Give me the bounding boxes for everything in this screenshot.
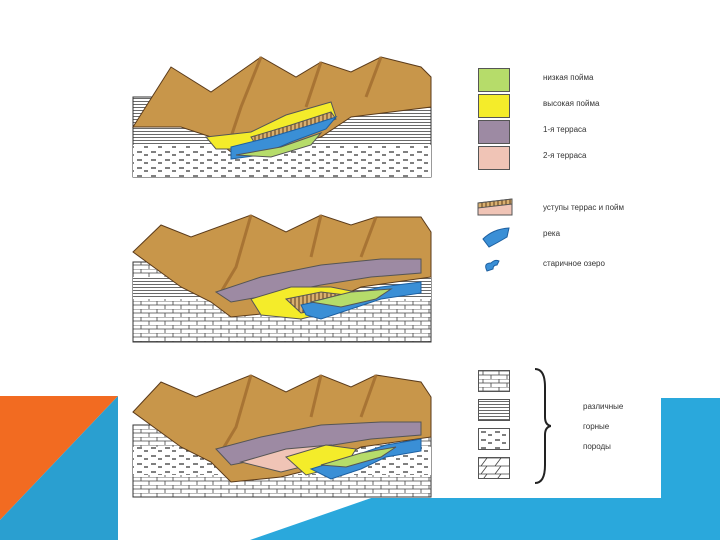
legend-swatch-rock-lines: [478, 399, 510, 421]
legend-label-rocks-line1: различные: [583, 402, 623, 412]
legend-label-rocks-line3: породы: [583, 442, 611, 452]
block-1: [133, 57, 431, 177]
block-3: [133, 375, 431, 497]
legend-swatch-low-floodplain: [478, 68, 510, 92]
legend-swatch-rock-bricks: [478, 370, 510, 392]
legend-label-terrace1: 1-я терраса: [543, 125, 587, 135]
legend-label-river: река: [543, 229, 560, 239]
legend-swatch-terrace1: [478, 120, 510, 144]
legend-swatch-high-floodplain: [478, 94, 510, 118]
illustration-panel: низкая пойма высокая пойма 1-я терраса 2…: [121, 37, 661, 498]
legend-swatch-rock-diagonal: [478, 457, 510, 479]
legend-label-scarps: уступы террас и пойм: [543, 203, 624, 213]
legend-label-rocks-line2: горные: [583, 422, 609, 432]
legend-swatch-terrace2: [478, 146, 510, 170]
legend-label-oxbow: старичное озеро: [543, 259, 605, 269]
legend-swatch-scarps: [476, 197, 516, 219]
legend-label-low-floodplain: низкая пойма: [543, 73, 593, 83]
rocks-brace: [531, 367, 551, 485]
legend-label-high-floodplain: высокая пойма: [543, 99, 599, 109]
legend-label-terrace2: 2-я терраса: [543, 151, 587, 161]
legend-swatch-oxbow: [481, 255, 505, 275]
legend-swatch-rock-dashes: [478, 428, 510, 450]
legend-swatch-river: [479, 225, 513, 249]
block-2: [133, 215, 431, 342]
